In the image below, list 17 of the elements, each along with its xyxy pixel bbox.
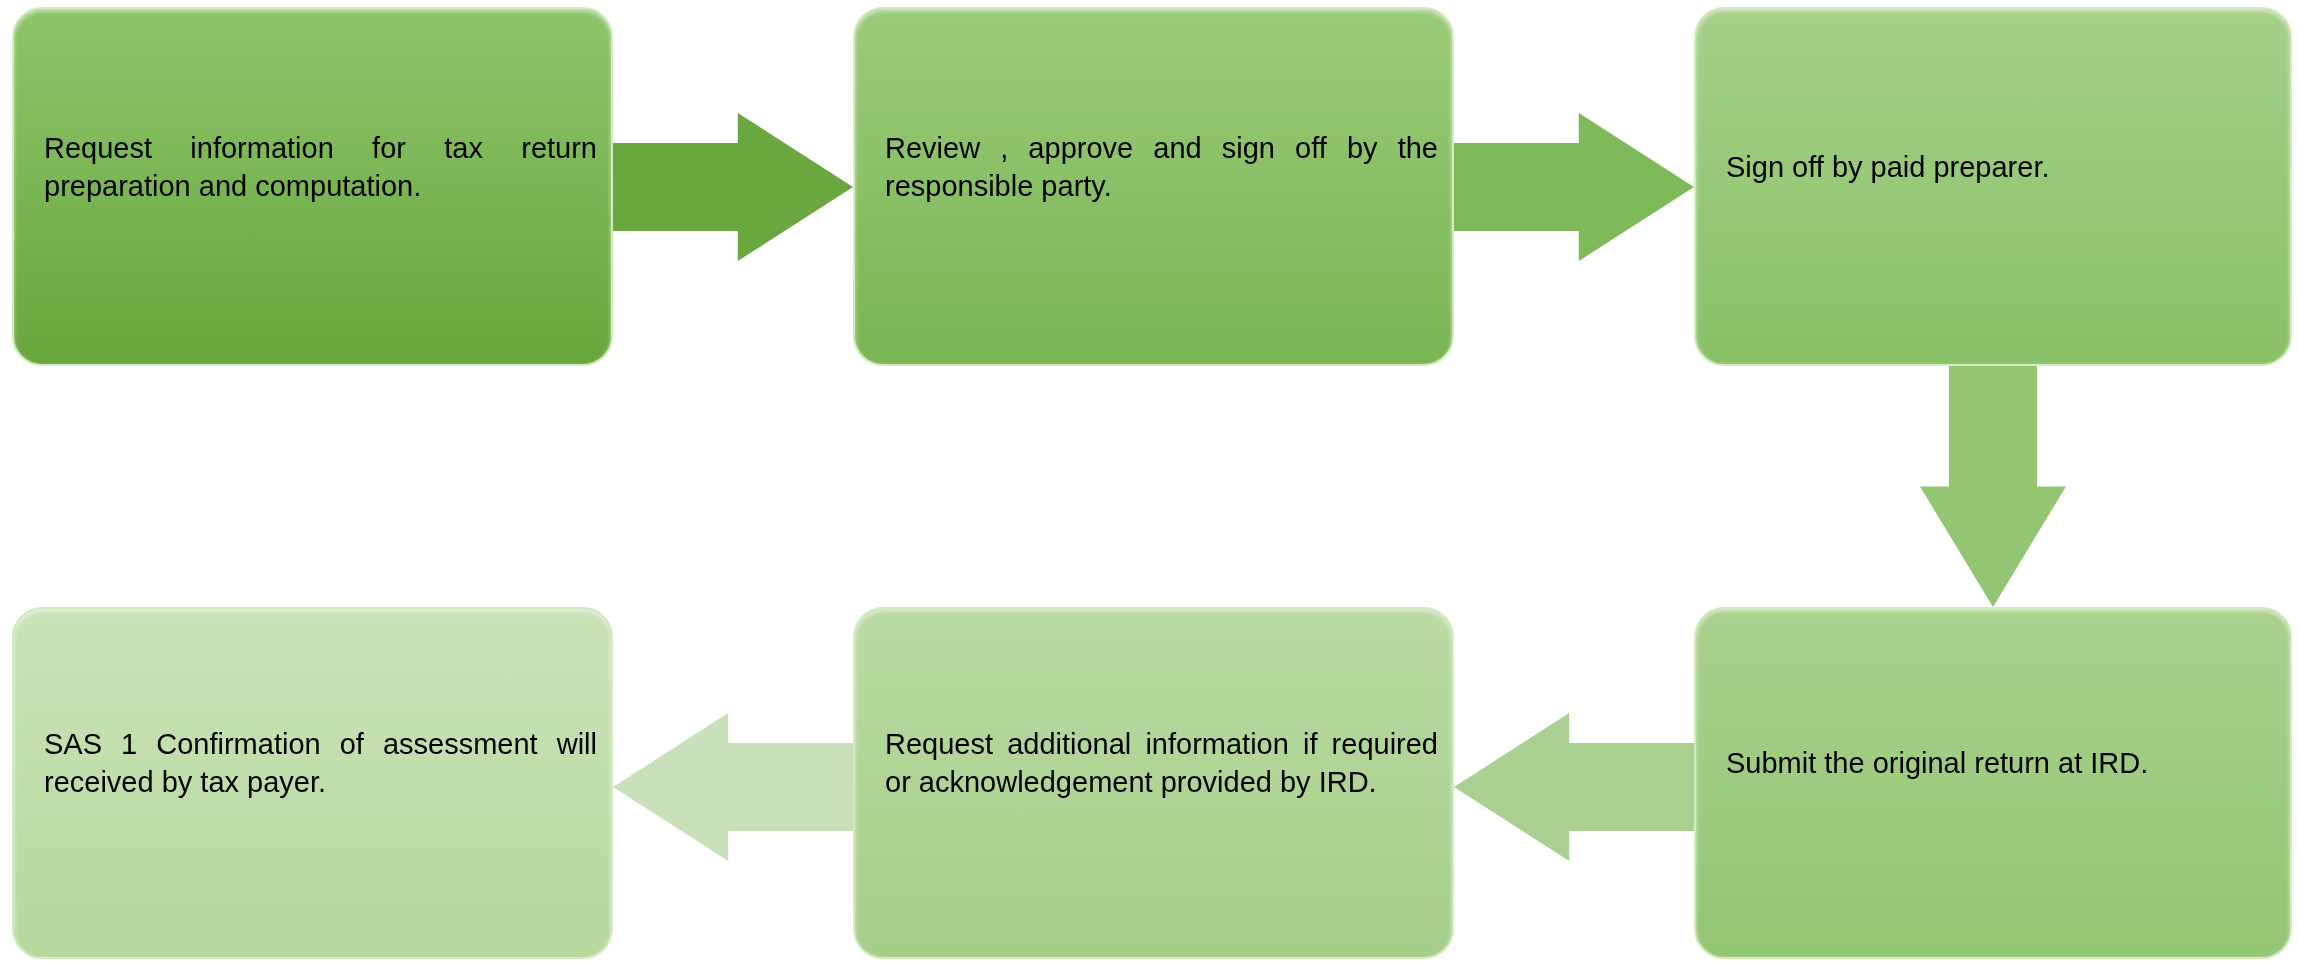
- step-text: SAS 1 Confirmation of assessment will received by tax payer.: [44, 727, 597, 800]
- block-arrow: [1920, 366, 2066, 607]
- process-box: [1694, 7, 2292, 366]
- process-box: [1694, 607, 2292, 959]
- step-text: Request information for tax return preparation and computation.: [44, 130, 597, 204]
- block-arrow: [613, 713, 853, 861]
- step-text: Sign off by paid preparer.: [1726, 149, 2051, 185]
- block-arrow: [1454, 113, 1694, 261]
- step-text: Review , approve and sign off by the responsible party.: [885, 130, 1438, 204]
- block-arrow: [1454, 713, 1694, 861]
- process-box: [853, 607, 1454, 959]
- step-text: Submit the original return at IRD.: [1726, 746, 2150, 781]
- process-box: [12, 607, 613, 959]
- process-box: [12, 7, 613, 366]
- process-box: [853, 7, 1454, 366]
- step-text: Request additional information if required or acknowledgement provided by IRD.: [885, 727, 1438, 800]
- block-arrow: [613, 113, 853, 261]
